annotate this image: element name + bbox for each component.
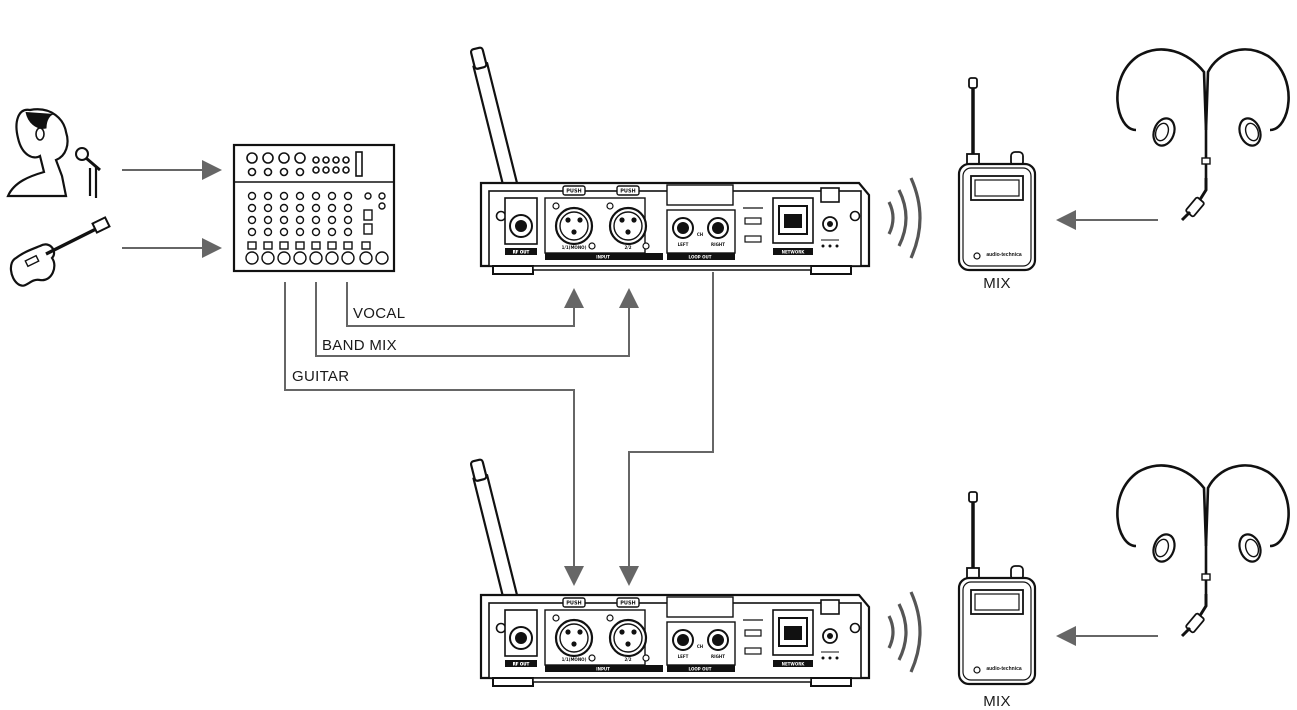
transmitter-bottom bbox=[469, 457, 871, 688]
tx-top-left: LEFT bbox=[678, 242, 689, 247]
tx-bottom-input: INPUT bbox=[596, 667, 610, 672]
band-mix-label: BAND MIX bbox=[322, 337, 397, 354]
mixer-icon bbox=[232, 143, 396, 273]
vocal-cable bbox=[346, 282, 584, 327]
in-ear-monitor-icon-bottom bbox=[1115, 463, 1291, 638]
tx-top-right: RIGHT bbox=[711, 242, 725, 247]
tx-top-network: NETWORK bbox=[782, 250, 806, 255]
bodypack-receiver-bottom bbox=[957, 490, 1037, 686]
rx-top-brand: audio-technica bbox=[986, 252, 1022, 258]
singer-icon bbox=[6, 108, 101, 198]
tx-top-loop-out: LOOP OUT bbox=[689, 255, 712, 260]
transmitter-top bbox=[469, 45, 871, 276]
tx-bottom-ch: CH bbox=[697, 644, 703, 649]
band-mix-cable bbox=[315, 282, 639, 357]
tx-top-rf-out: RF OUT bbox=[513, 250, 530, 255]
tx-top-input: INPUT bbox=[596, 255, 610, 260]
mix-label-top: MIX bbox=[983, 275, 1011, 292]
guitar-cable bbox=[284, 282, 584, 586]
vocal-label: VOCAL bbox=[353, 305, 405, 322]
rx-bottom-brand: audio-technica bbox=[986, 666, 1022, 672]
mix-label-bottom: MIX bbox=[983, 693, 1011, 710]
in-ear-monitor-icon-top bbox=[1115, 47, 1291, 222]
tx-top-ch: CH bbox=[697, 232, 703, 237]
guitar-icon bbox=[9, 216, 111, 287]
guitar-label: GUITAR bbox=[292, 368, 349, 385]
tx-bottom-loop-out: LOOP OUT bbox=[689, 667, 712, 672]
tx-bottom-left: LEFT bbox=[678, 654, 689, 659]
bodypack-receiver-top bbox=[957, 76, 1037, 272]
loop-out-cable bbox=[619, 272, 714, 586]
tx-bottom-rf-out: RF OUT bbox=[513, 662, 530, 667]
wireless-signal-icon-bottom bbox=[887, 590, 922, 674]
tx-bottom-right: RIGHT bbox=[711, 654, 725, 659]
tx-bottom-network: NETWORK bbox=[782, 662, 806, 667]
wireless-signal-icon-top bbox=[887, 176, 922, 260]
